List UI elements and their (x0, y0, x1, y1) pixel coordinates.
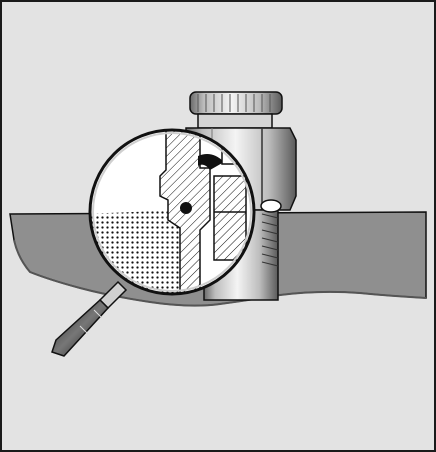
fitting-cap (189, 91, 283, 129)
magnifier-lens (88, 128, 256, 296)
magnifier-handle (51, 280, 128, 357)
surface-edge-shadow (13, 239, 427, 307)
